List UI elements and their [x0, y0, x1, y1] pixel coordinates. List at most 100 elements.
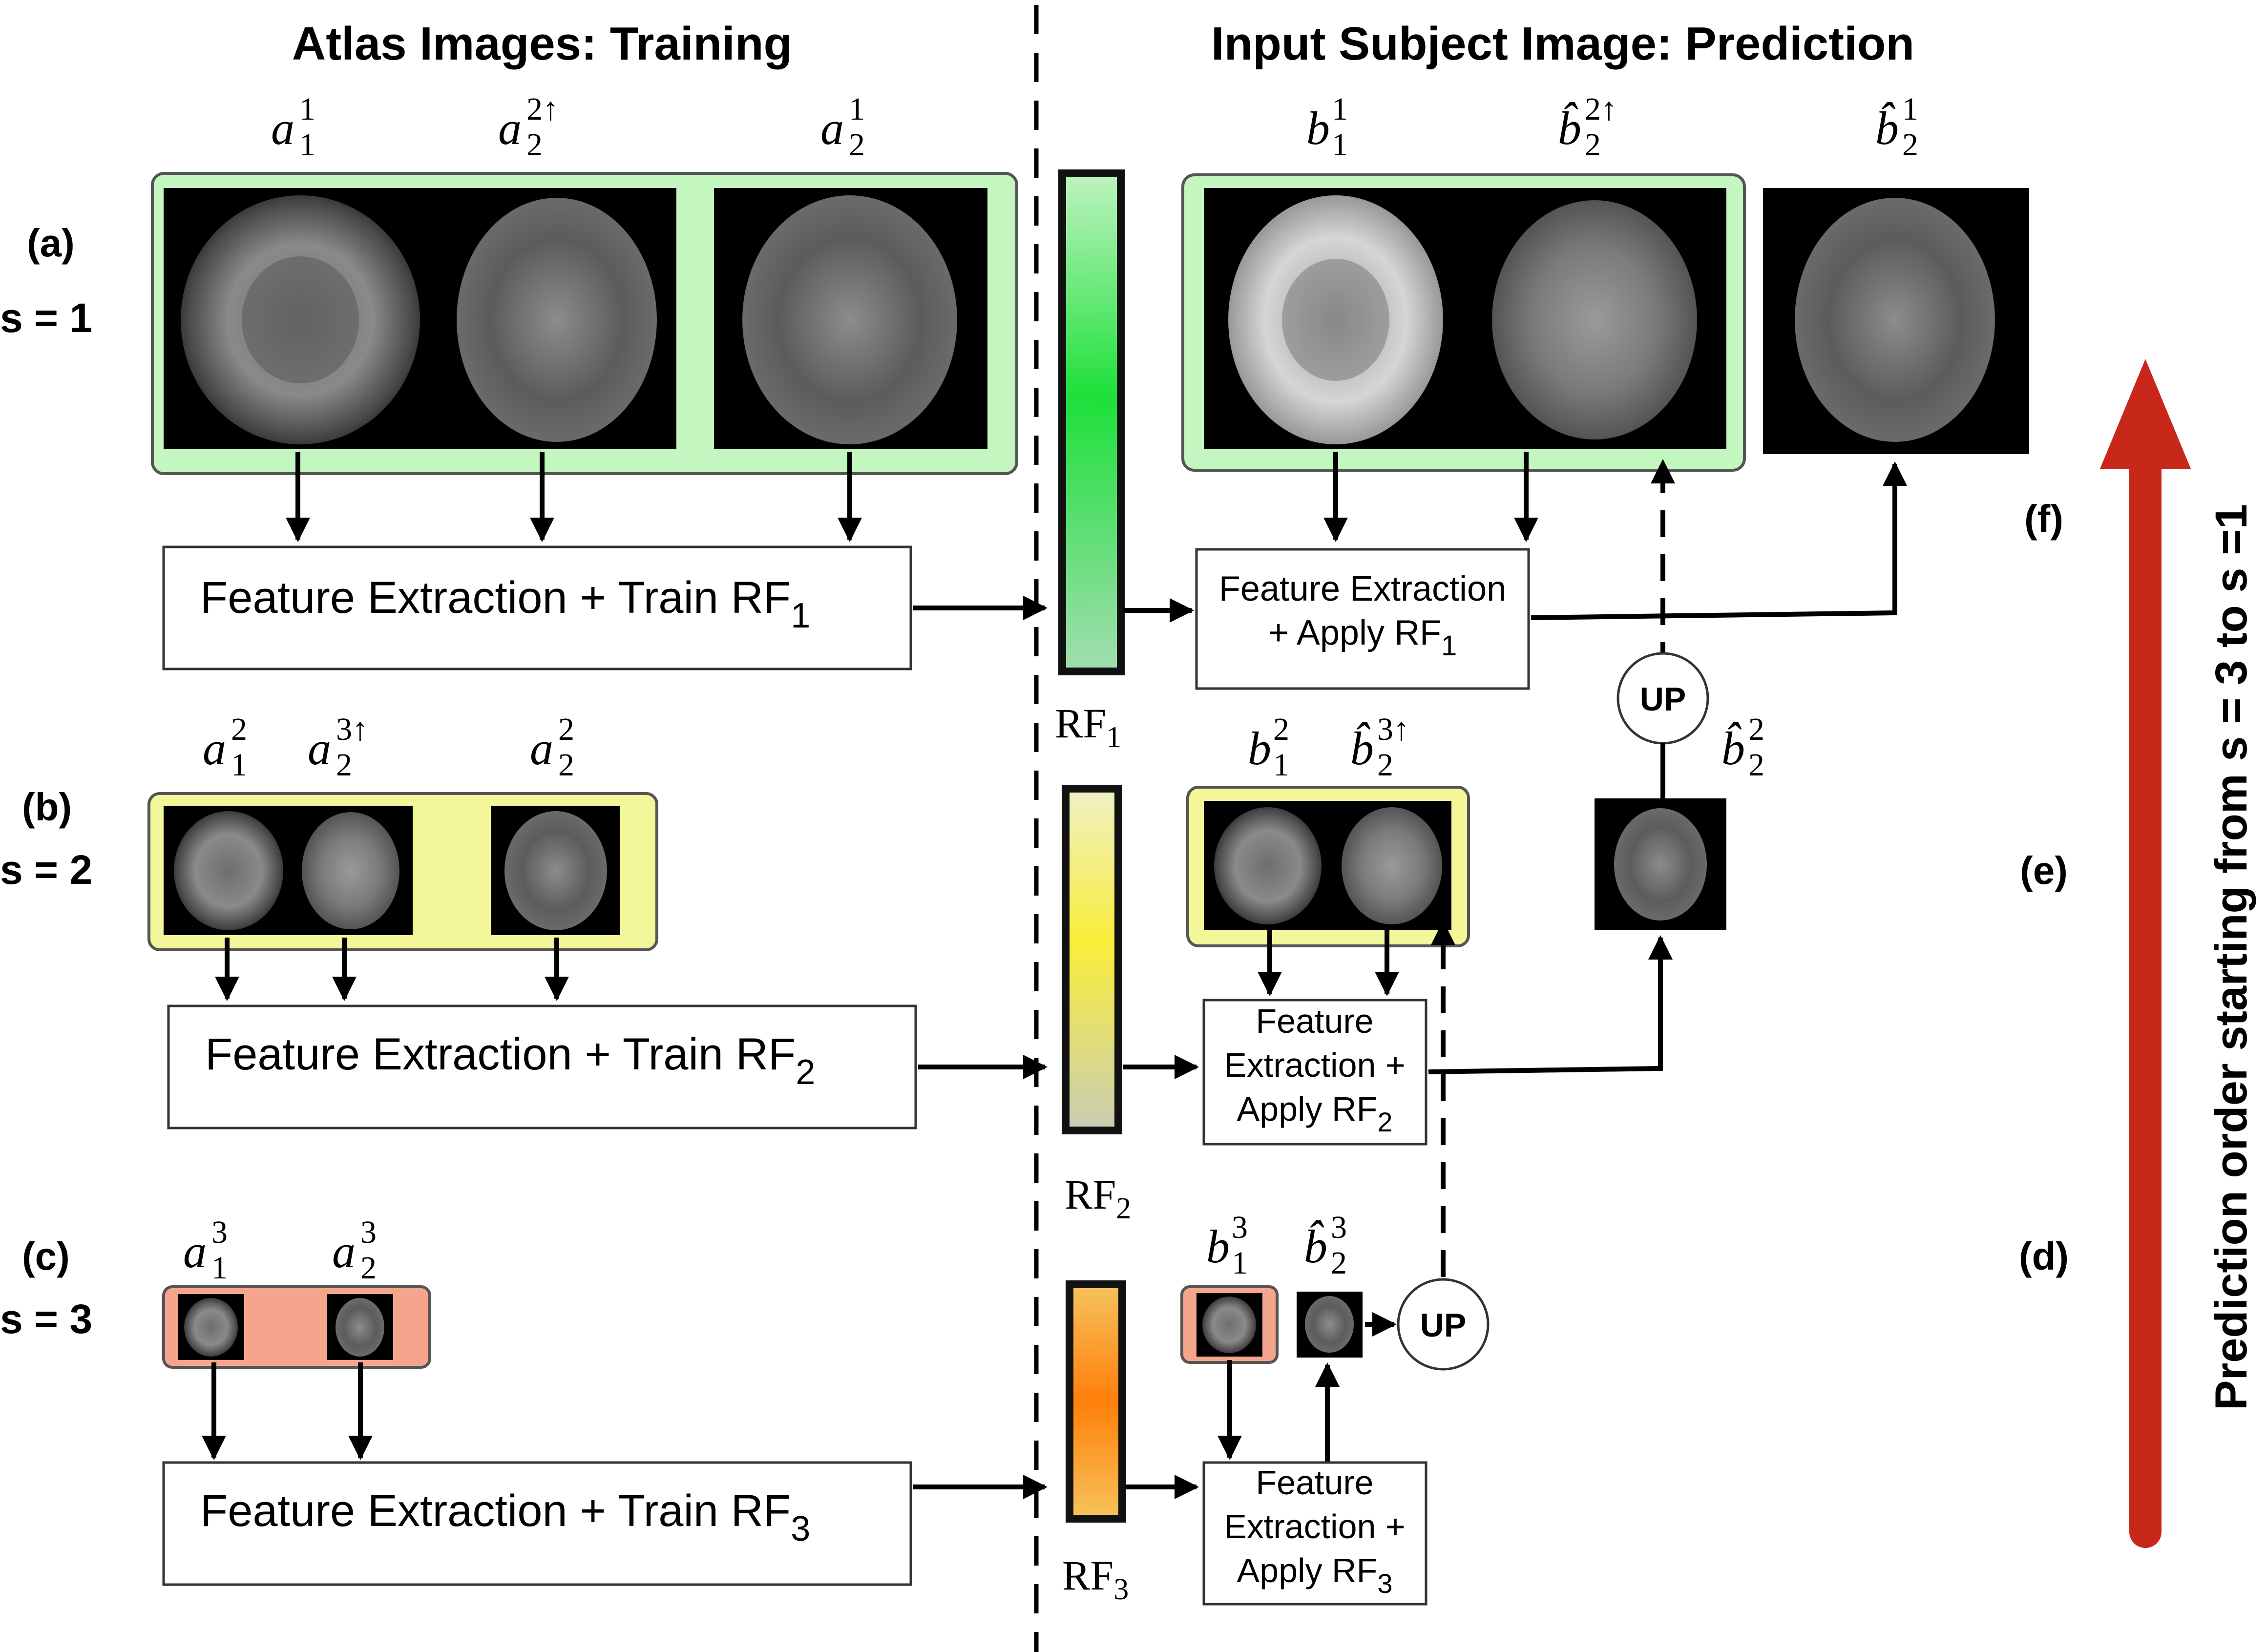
- arrow-apply2-to-output: [1428, 935, 1673, 1074]
- label-a2-3: a 2 3: [332, 1214, 377, 1286]
- label-bh2-2: b̂ 2 2: [1721, 711, 1764, 783]
- svg-text:1: 1: [1273, 747, 1289, 783]
- subject-image-bh2-2up: [1468, 188, 1726, 449]
- row-tag-c: (c): [22, 1234, 70, 1278]
- svg-text:2: 2: [1748, 711, 1764, 747]
- apply-rf1-line2: + Apply RF1: [1268, 613, 1457, 662]
- subject-image-bh2-3up: [1332, 801, 1451, 930]
- train-rf2-box: [167, 1004, 917, 1129]
- svg-text:a: a: [183, 1225, 207, 1277]
- svg-text:2: 2: [336, 747, 352, 783]
- atlas-image-a1-1: [164, 188, 437, 449]
- label-a1-2: a 1 2: [203, 711, 247, 783]
- rf3-bar: [1066, 1280, 1126, 1523]
- side-tag-e: (e): [2020, 849, 2068, 892]
- svg-text:2: 2: [558, 747, 574, 783]
- svg-text:b: b: [1248, 722, 1271, 774]
- train-rf3-box: [162, 1461, 912, 1586]
- label-a1-3: a 1 3: [183, 1214, 228, 1286]
- svg-text:1: 1: [1902, 91, 1918, 127]
- svg-text:b: b: [1306, 102, 1330, 154]
- train-rf1-box: [162, 545, 912, 670]
- row-scale-c: s = 3: [0, 1296, 92, 1342]
- prediction-header: Input Subject Image: Prediction: [1211, 18, 1914, 70]
- rf2-bar: [1062, 785, 1122, 1134]
- atlas-image-a2-1: [714, 188, 987, 449]
- svg-text:b̂: b̂: [1350, 722, 1374, 774]
- apply-rf3-line3: Apply RF3: [1237, 1551, 1392, 1599]
- label-b1-2: b 1 2: [1248, 711, 1289, 783]
- label-bh2-3up: b̂ 2 3↑: [1350, 711, 1409, 783]
- upsample-label-2: UP: [1420, 1307, 1466, 1344]
- label-a2-2up: a 2 2↑: [498, 91, 559, 163]
- subject-image-b1-3: [1196, 1293, 1262, 1357]
- apply-rf1-line1: Feature Extraction: [1219, 569, 1506, 608]
- svg-text:3: 3: [1232, 1210, 1248, 1245]
- label-a2-2: a 2 2: [530, 711, 574, 783]
- row-scale-b: s = 2: [0, 847, 92, 893]
- label-a2-3up: a 2 3↑: [308, 711, 368, 783]
- atlas-image-a1-3: [178, 1294, 244, 1360]
- apply-rf3-box: [1202, 1461, 1427, 1606]
- atlas-image-a2-3: [327, 1294, 393, 1360]
- svg-text:3: 3: [360, 1214, 377, 1250]
- svg-text:2↑: 2↑: [526, 91, 559, 127]
- svg-text:3: 3: [211, 1214, 228, 1250]
- svg-text:a: a: [308, 722, 331, 774]
- svg-text:b̂: b̂: [1875, 102, 1899, 154]
- svg-text:1: 1: [1332, 91, 1348, 127]
- apply-rf2-line3: Apply RF2: [1237, 1090, 1392, 1137]
- label-b1-1: b 1 1: [1306, 91, 1348, 163]
- atlas-image-a2-2up: [437, 188, 676, 449]
- svg-text:2: 2: [558, 711, 574, 747]
- svg-text:b̂: b̂: [1721, 722, 1745, 774]
- svg-text:a: a: [203, 722, 226, 774]
- rf1-label: RF1: [1055, 700, 1121, 754]
- svg-text:b̂: b̂: [1558, 102, 1581, 154]
- row-scale-a: s = 1: [0, 295, 92, 341]
- subject-image-b1-2: [1204, 801, 1332, 930]
- svg-text:1: 1: [231, 747, 247, 783]
- svg-text:2: 2: [1748, 747, 1764, 783]
- svg-text:a: a: [271, 102, 294, 154]
- row-tag-b: (b): [22, 785, 72, 829]
- svg-text:2: 2: [231, 711, 247, 747]
- subject-image-b1-1: [1204, 188, 1468, 449]
- upsample-node-2: [1397, 1278, 1490, 1371]
- svg-text:2: 2: [849, 127, 865, 163]
- svg-text:3↑: 3↑: [336, 711, 368, 747]
- svg-text:2: 2: [1585, 127, 1601, 163]
- rf3-label: RF3: [1062, 1552, 1129, 1606]
- svg-text:2: 2: [526, 127, 543, 163]
- apply-rf2-line2: Extraction +: [1224, 1046, 1406, 1084]
- prediction-order-arrow: [2100, 359, 2191, 1548]
- side-tag-d: (d): [2019, 1234, 2069, 1278]
- row-tag-a: (a): [27, 221, 75, 265]
- apply-rf2-box: [1202, 999, 1427, 1146]
- apply-rf1-box: [1195, 548, 1530, 690]
- svg-text:b̂: b̂: [1304, 1220, 1327, 1273]
- apply-rf2-line1: Feature: [1256, 1002, 1373, 1040]
- training-header: Atlas Images: Training: [292, 18, 792, 70]
- svg-text:1: 1: [211, 1250, 228, 1286]
- output-image-bh2-3: [1297, 1292, 1363, 1358]
- svg-text:a: a: [530, 722, 553, 774]
- atlas-image-a2-3up: [293, 806, 413, 935]
- prediction-order-label: Prediction order starting from s = 3 to …: [2206, 504, 2256, 1410]
- svg-text:1: 1: [1332, 127, 1348, 163]
- atlas-image-a1-2: [164, 806, 293, 935]
- rf1-bar: [1058, 169, 1125, 675]
- label-a2-1: a 2 1: [820, 91, 865, 163]
- svg-text:2: 2: [360, 1250, 377, 1286]
- svg-text:a: a: [332, 1225, 356, 1277]
- svg-text:2↑: 2↑: [1585, 91, 1617, 127]
- label-a1-1: a 1 1: [271, 91, 315, 163]
- arrow-apply1-to-output: [1531, 461, 1907, 620]
- svg-text:2: 2: [1273, 711, 1289, 747]
- svg-text:1: 1: [299, 127, 315, 163]
- atlas-image-a2-2: [491, 806, 620, 935]
- svg-text:3: 3: [1331, 1210, 1347, 1245]
- svg-text:1: 1: [299, 91, 315, 127]
- side-tag-f: (f): [2024, 497, 2063, 541]
